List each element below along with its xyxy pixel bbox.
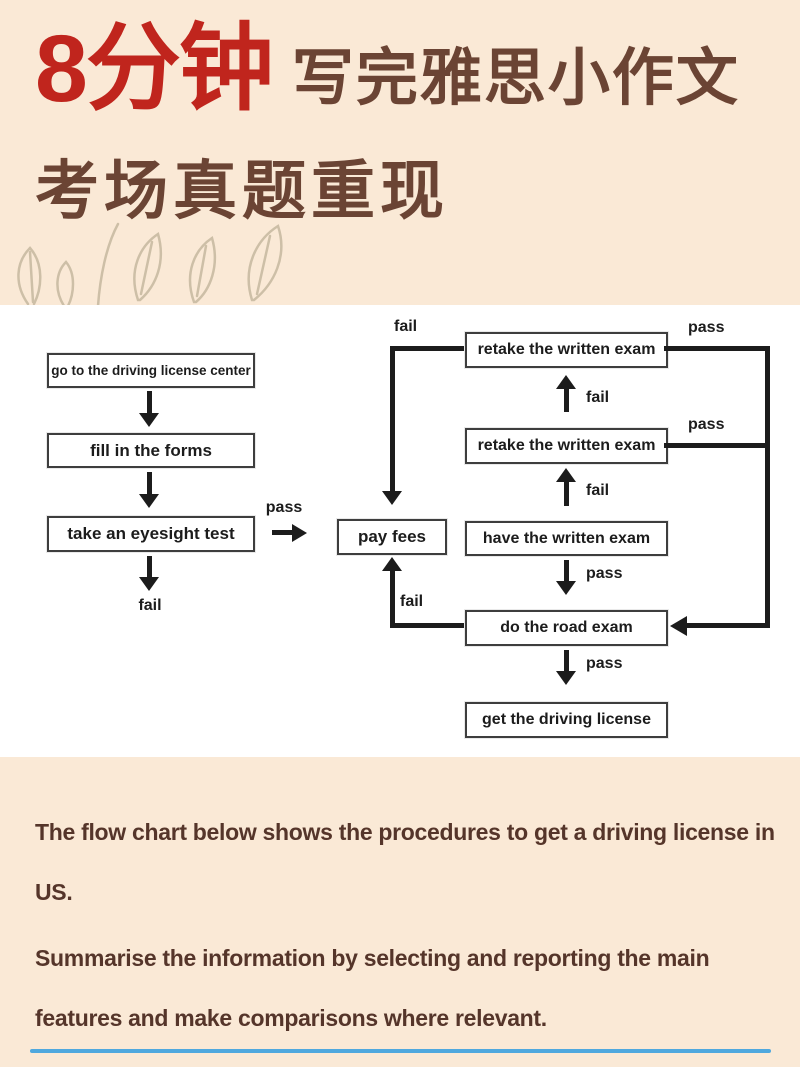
arrow-up-icon [556, 468, 576, 482]
leaf-sketch-icon [17, 222, 283, 307]
header-minutes-text: 8分钟 [35, 16, 274, 122]
arrow-down-icon [139, 413, 159, 427]
task-text-line: The flow chart below shows the procedure… [35, 819, 775, 845]
label-retake-mid-pass: pass [688, 416, 725, 433]
header-title-text: 写完雅思小作文 [291, 44, 740, 113]
bottom-divider [30, 1049, 771, 1053]
connector-line [564, 481, 569, 506]
label-retake-top-fail: fail [394, 318, 418, 335]
node-fill-in-the-forms: fill in the forms [47, 433, 255, 468]
arrow-up-icon [556, 375, 576, 389]
node-retake-written-exam-mid: retake the written exam [465, 428, 668, 464]
task-paragraph-1: The flow chart below shows the procedure… [35, 802, 775, 922]
node-take-an-eyesight-test: take an eyesight test [47, 516, 255, 552]
arrow-down-icon [556, 581, 576, 595]
connector-line [765, 346, 770, 628]
arrow-down-icon [139, 494, 159, 508]
arrow-up-icon [382, 557, 402, 571]
connector-line [564, 560, 569, 582]
connector-line [687, 623, 770, 628]
connector-line [147, 472, 152, 495]
label-written-pass: pass [586, 565, 623, 582]
header-subtitle-text: 考场真题重现 [35, 155, 449, 227]
label-written-fail: fail [586, 482, 610, 499]
header-title-row: 8分钟 写完雅思小作文 [35, 22, 740, 117]
node-do-the-road-exam: do the road exam [465, 610, 668, 646]
connector-line [390, 570, 395, 625]
arrow-left-icon [670, 616, 687, 636]
connector-line [564, 388, 569, 412]
task-text-line: features and make comparisons where rele… [35, 1005, 547, 1031]
task-text-line: Summarise the information by selecting a… [35, 945, 710, 971]
flowchart-panel: go to the driving license center fill in… [0, 305, 800, 757]
arrow-down-icon [382, 491, 402, 505]
arrow-down-icon [139, 577, 159, 591]
label-road-pass: pass [586, 655, 623, 672]
label-retake-top-pass: pass [688, 319, 725, 336]
label-eyesight-pass: pass [265, 499, 303, 516]
connector-line [390, 346, 395, 493]
connector-line [390, 623, 467, 628]
connector-line [272, 530, 293, 535]
label-eyesight-fail: fail [138, 597, 162, 614]
connector-line [147, 556, 152, 578]
node-get-the-driving-license: get the driving license [465, 702, 668, 738]
task-paragraph-2: Summarise the information by selecting a… [35, 928, 710, 1048]
connector-line [664, 443, 770, 448]
task-text-line: US. [35, 879, 73, 905]
connector-line [390, 346, 467, 351]
node-go-to-driving-license-center: go to the driving license center [47, 353, 255, 388]
node-retake-written-exam-top: retake the written exam [465, 332, 668, 368]
label-road-fail: fail [400, 593, 424, 610]
node-have-the-written-exam: have the written exam [465, 521, 668, 556]
arrow-right-icon [292, 524, 307, 542]
arrow-down-icon [556, 671, 576, 685]
connector-line [147, 391, 152, 414]
connector-line [664, 346, 770, 351]
connector-line [564, 650, 569, 672]
label-retake-mid-fail: fail [586, 389, 610, 406]
node-pay-fees: pay fees [337, 519, 447, 555]
